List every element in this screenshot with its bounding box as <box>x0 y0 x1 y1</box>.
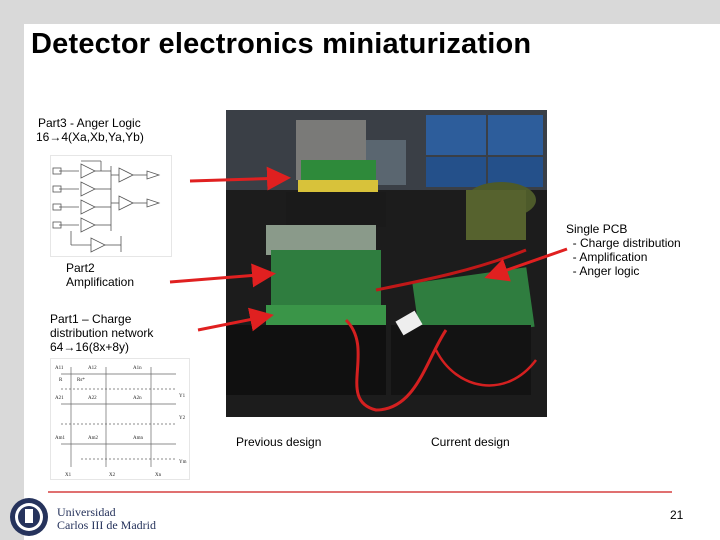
matrix-y-label: Y2 <box>179 416 186 421</box>
matrix-cell-label: A2n <box>133 396 142 401</box>
matrix-rs-label: Rs* <box>77 378 85 383</box>
part1-label-line1: Part1 – Charge <box>50 312 132 326</box>
matrix-cell-label: A22 <box>88 396 97 401</box>
single-pcb-item: - Anger logic <box>566 264 640 278</box>
single-pcb-item: - Amplification <box>566 250 648 264</box>
single-pcb-title: Single PCB <box>566 222 628 236</box>
single-pcb-item: - Charge distribution <box>566 236 681 250</box>
matrix-row-label: A21 <box>55 396 64 401</box>
charge-distribution-schematic: A11 A21 Am1 A12 A22 Am2 A1n A2n Amn R Rs… <box>50 358 190 480</box>
part2-label-line1: Part2 <box>66 261 95 275</box>
matrix-cell-label: Am2 <box>88 436 99 441</box>
current-design-caption: Current design <box>431 435 510 449</box>
matrix-cell-label: A12 <box>88 366 97 371</box>
matrix-row-label: Am1 <box>55 436 66 441</box>
slide-title: Detector electronics miniaturization <box>31 28 532 60</box>
detector-electronics-photo <box>226 110 547 417</box>
matrix-x-label: X2 <box>109 473 116 478</box>
university-name-line2: Carlos III de Madrid <box>57 518 156 532</box>
page-number: 21 <box>670 508 684 522</box>
slide-frame-left <box>0 0 24 540</box>
anger-logic-schematic <box>50 155 172 257</box>
matrix-row-label: A11 <box>55 366 64 371</box>
footer-rule <box>48 491 672 493</box>
slide-frame-top <box>0 0 720 24</box>
part1-label-line3: 64→16(8x+8y) <box>50 340 130 354</box>
part1-label-line2: distribution network <box>50 326 154 340</box>
part3-label-line1: Part3 - Anger Logic <box>38 116 141 130</box>
matrix-cell-label: Amn <box>133 436 144 441</box>
matrix-cell-label: A1n <box>133 366 142 371</box>
matrix-x-label: Xn <box>155 473 162 478</box>
previous-design-caption: Previous design <box>236 435 322 449</box>
matrix-r-label: R <box>59 378 63 383</box>
matrix-y-label: Y1 <box>179 394 186 399</box>
matrix-x-label: X1 <box>65 473 72 478</box>
part3-label-line2: 16→4(Xa,Xb,Ya,Yb) <box>36 130 144 144</box>
university-name-line1: Universidad <box>57 505 116 519</box>
university-logo-icon <box>10 498 48 536</box>
part2-label-line2: Amplification <box>66 275 135 289</box>
matrix-y-label: Ym <box>179 460 187 465</box>
